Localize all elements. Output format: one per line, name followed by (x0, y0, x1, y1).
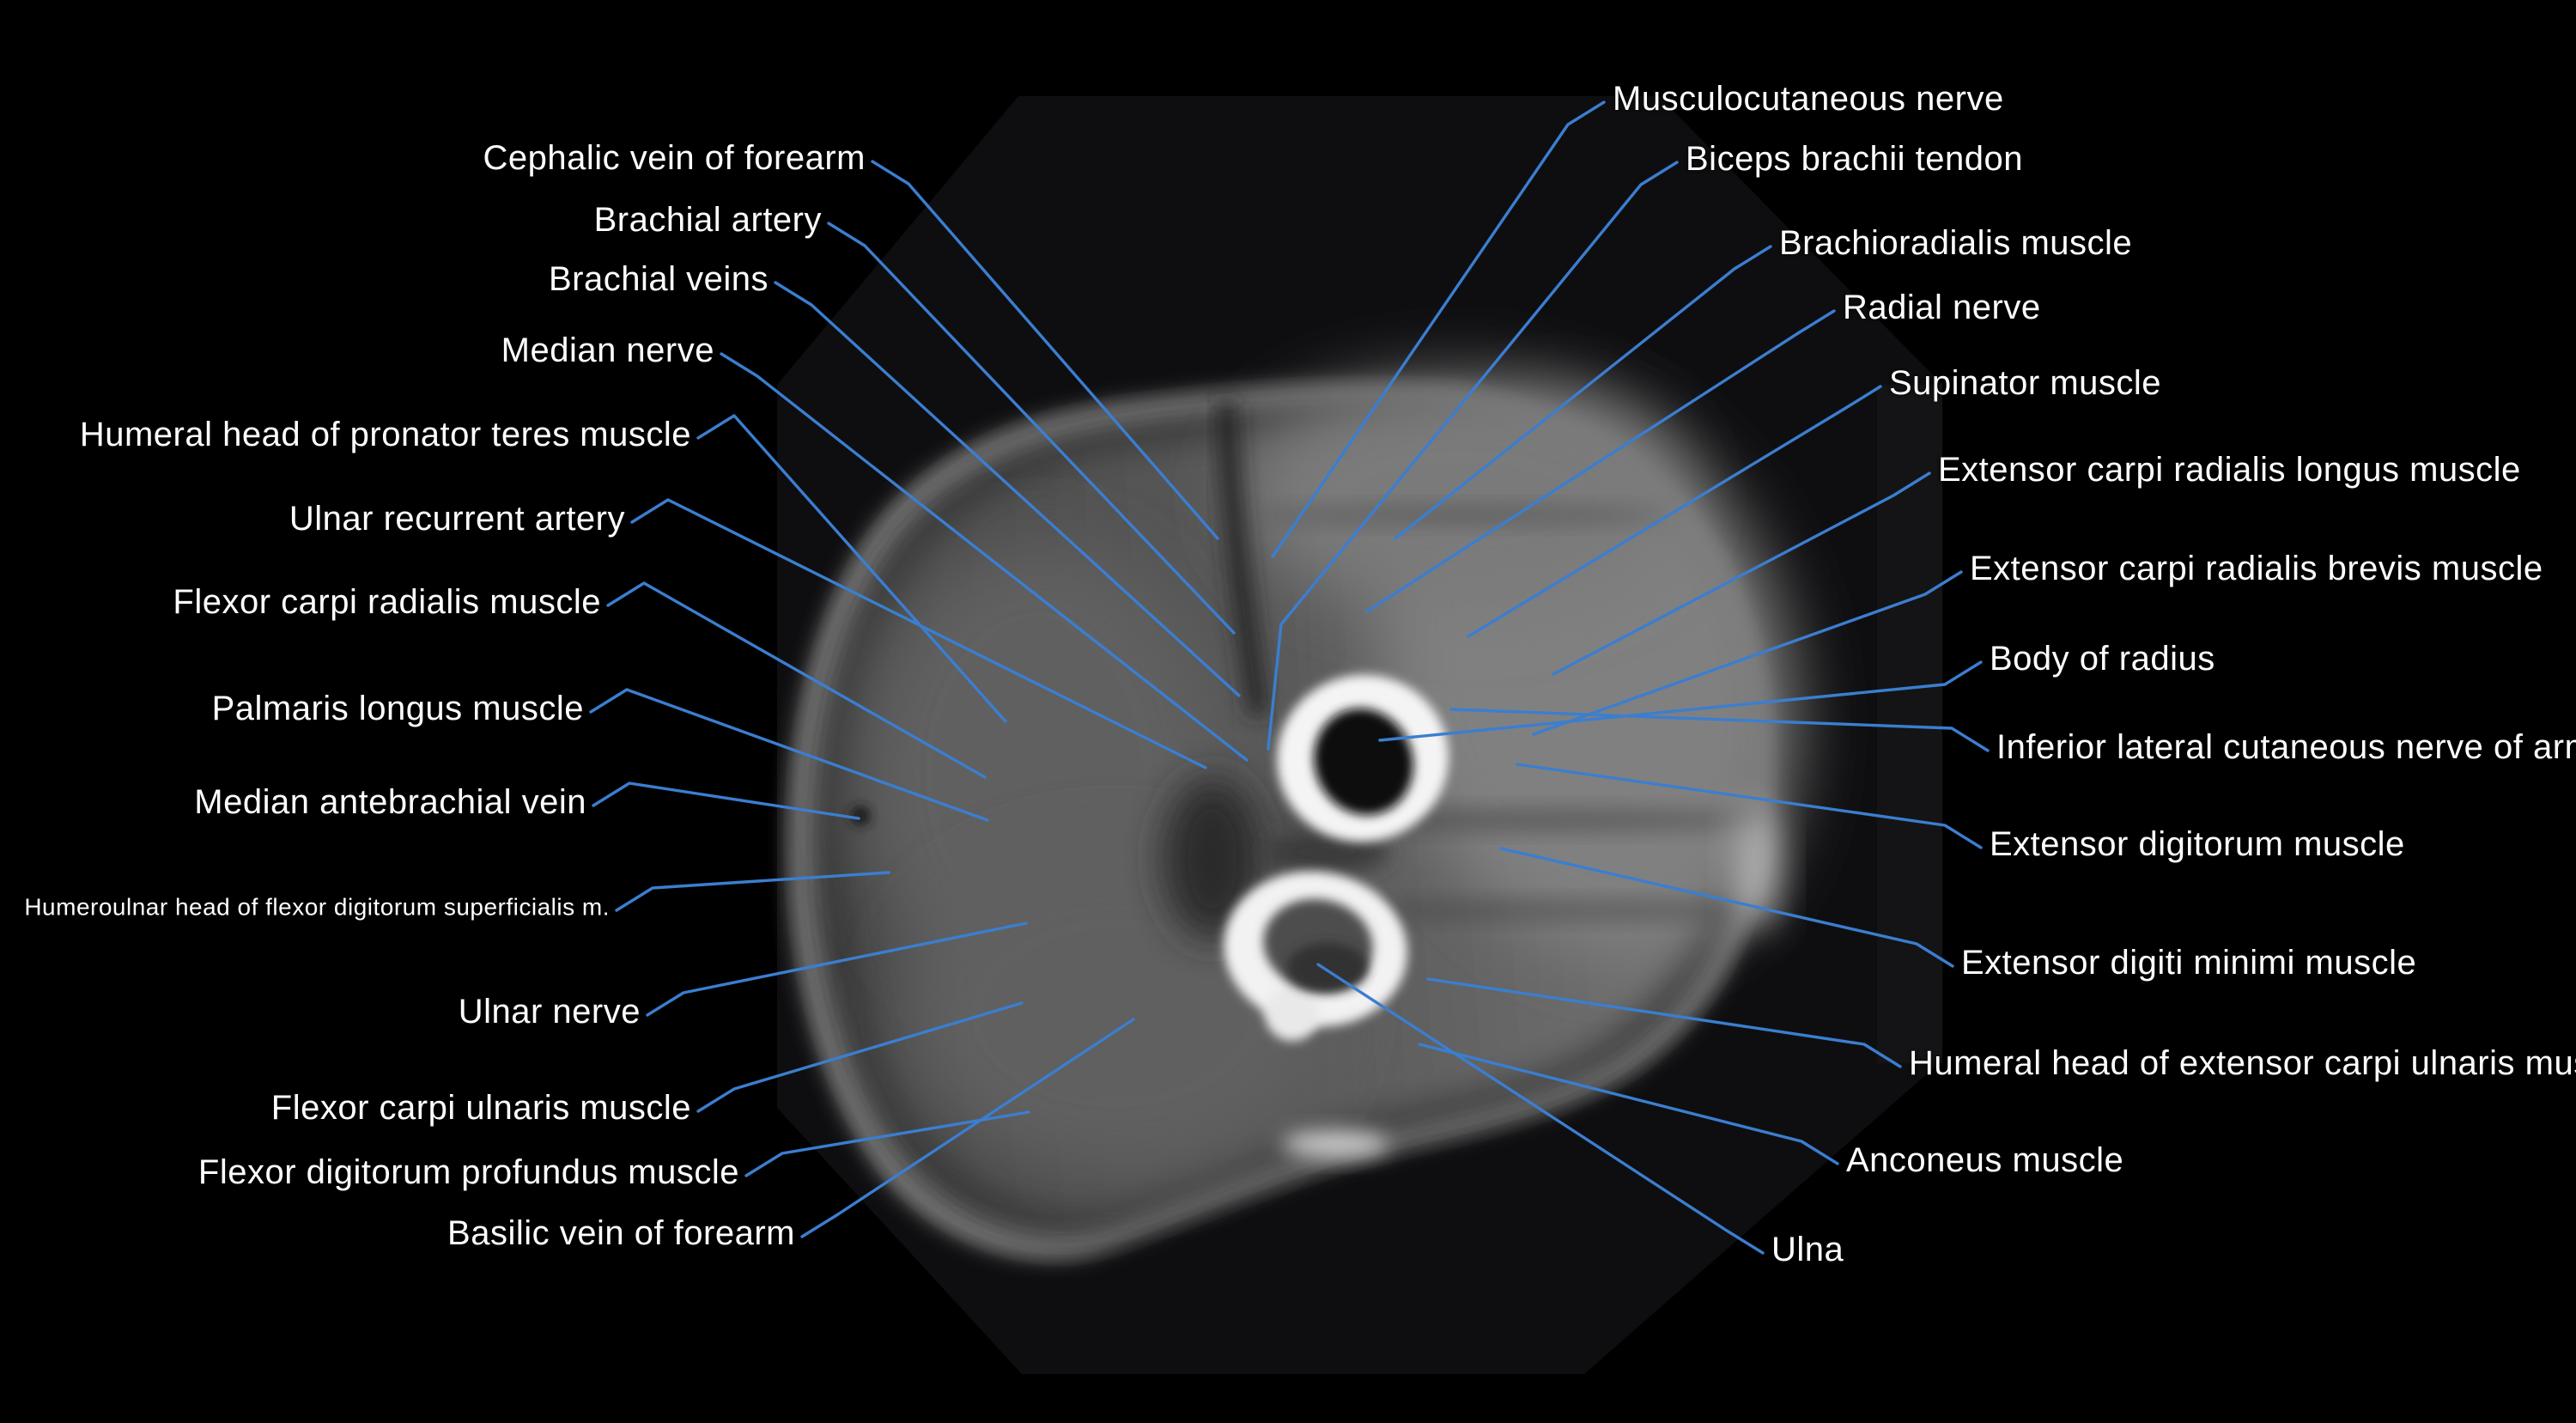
radius-bone (1277, 674, 1449, 842)
label-palmaris-longus-muscle[interactable]: Palmaris longus muscle (211, 690, 584, 728)
leader-line-extensor-carpi-radialis-longus-muscle (1552, 471, 1931, 676)
posterior-skin-highlight (1282, 1130, 1388, 1158)
label-extensor-digiti-minimi-muscle[interactable]: Extensor digiti minimi muscle (1961, 944, 2417, 982)
label-humeral-head-of-extensor-carpi-ulnaris-muscle[interactable]: Humeral head of extensor carpi ulnaris m… (1909, 1044, 2576, 1083)
label-biceps-brachii-tendon[interactable]: Biceps brachii tendon (1686, 140, 2023, 179)
leader-line-ulna (1316, 963, 1765, 1255)
label-brachial-artery[interactable]: Brachial artery (593, 201, 822, 240)
label-extensor-carpi-radialis-brevis-muscle[interactable]: Extensor carpi radialis brevis muscle (1970, 550, 2543, 588)
leader-line-humeral-head-of-extensor-carpi-ulnaris-muscle (1426, 977, 1902, 1068)
leader-line-extensor-digiti-minimi-muscle (1499, 847, 1954, 968)
leader-lines (589, 100, 1990, 1255)
leader-line-biceps-brachii-tendon (1267, 161, 1679, 751)
label-ulna[interactable]: Ulna (1771, 1231, 1844, 1269)
label-supinator-muscle[interactable]: Supinator muscle (1889, 364, 2162, 403)
brachioradialis-region (1241, 378, 1679, 610)
leader-line-median-antebrachial-vein (592, 781, 860, 820)
label-inferior-lateral-cutaneous-nerve-of-arm[interactable]: Inferior lateral cutaneous nerve of arm (1996, 728, 2576, 767)
label-median-nerve[interactable]: Median nerve (501, 331, 714, 370)
label-humeral-head-of-pronator-teres-muscle[interactable]: Humeral head of pronator teres muscle (79, 416, 691, 454)
leader-line-extensor-digitorum-muscle (1516, 763, 1983, 849)
leader-line-humeral-head-of-pronator-teres-muscle (696, 414, 1007, 723)
lateral-skin-highlight (1735, 806, 1779, 929)
label-flexor-digitorum-profundus-muscle[interactable]: Flexor digitorum profundus muscle (197, 1153, 739, 1192)
leader-line-palmaris-longus-muscle (589, 688, 989, 822)
label-flexor-carpi-radialis-muscle[interactable]: Flexor carpi radialis muscle (173, 583, 601, 622)
leader-line-cephalic-vein-of-forearm (871, 160, 1219, 540)
label-ulnar-nerve[interactable]: Ulnar nerve (458, 993, 641, 1031)
leader-line-musculocutaneous-nerve (1271, 100, 1606, 558)
leader-line-ulnar-nerve (646, 921, 1028, 1017)
muscle-striation (1322, 900, 1786, 921)
ulna-bone (1224, 871, 1407, 1041)
label-ulnar-recurrent-artery[interactable]: Ulnar recurrent artery (289, 500, 625, 538)
leader-line-flexor-carpi-ulnaris-muscle (696, 1001, 1024, 1113)
median-antebrachial-vein-dot (850, 806, 871, 826)
label-musculocutaneous-nerve[interactable]: Musculocutaneous nerve (1613, 80, 2004, 119)
peribone-dark-region (1163, 777, 1262, 940)
anterior-fissure (1216, 403, 1269, 716)
label-extensor-digitorum-muscle[interactable]: Extensor digitorum muscle (1990, 825, 2405, 864)
leader-line-brachioradialis-muscle (1394, 245, 1772, 540)
leader-line-anconeus-muscle (1418, 1043, 1839, 1165)
label-anconeus-muscle[interactable]: Anconeus muscle (1846, 1141, 2124, 1180)
label-extensor-carpi-radialis-longus-muscle[interactable]: Extensor carpi radialis longus muscle (1938, 451, 2521, 490)
label-brachioradialis-muscle[interactable]: Brachioradialis muscle (1779, 224, 2133, 263)
label-median-antebrachial-vein[interactable]: Median antebrachial vein (194, 783, 586, 822)
leader-line-brachial-veins (774, 281, 1241, 697)
label-brachial-veins[interactable]: Brachial veins (548, 260, 769, 299)
muscle-striation (1254, 506, 1666, 525)
leader-line-brachial-artery (827, 222, 1236, 635)
leader-line-radial-nerve (1365, 309, 1836, 613)
label-cephalic-vein-of-forearm[interactable]: Cephalic vein of forearm (483, 139, 866, 178)
label-humeroulnar-head-of-flexor-digitorum-superficialis-m[interactable]: Humeroulnar head of flexor digitorum sup… (24, 893, 610, 921)
leader-line-extensor-carpi-radialis-brevis-muscle (1532, 570, 1963, 736)
forearm-cross-section (789, 378, 1797, 1259)
label-radial-nerve[interactable]: Radial nerve (1843, 289, 2041, 327)
leader-line-ulnar-recurrent-artery (630, 498, 1207, 769)
radius-medullary-cavity (1314, 708, 1413, 816)
leader-line-basilic-vein-of-forearm (800, 1018, 1135, 1238)
leader-line-median-nerve (720, 352, 1249, 762)
leader-line-body-of-radius (1378, 660, 1983, 742)
leader-line-inferior-lateral-cutaneous-nerve-of-arm (1449, 708, 1990, 752)
leader-line-humeroulnar-head-of-flexor-digitorum-superficialis-m (615, 871, 890, 912)
leader-line-flexor-digitorum-profundus-muscle (744, 1110, 1030, 1177)
leader-line-supinator-muscle (1467, 385, 1882, 638)
label-basilic-vein-of-forearm[interactable]: Basilic vein of forearm (447, 1214, 795, 1253)
label-flexor-carpi-ulnaris-muscle[interactable]: Flexor carpi ulnaris muscle (270, 1089, 691, 1128)
label-body-of-radius[interactable]: Body of radius (1990, 640, 2215, 678)
leader-line-flexor-carpi-radialis-muscle (606, 581, 987, 779)
